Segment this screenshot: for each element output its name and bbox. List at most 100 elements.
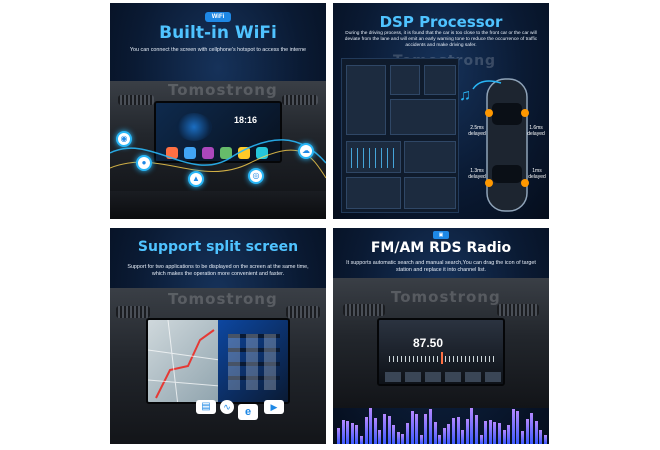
equalizer-bar <box>360 436 363 444</box>
dsp-panel: DSP Processor During the driving process… <box>333 3 549 219</box>
equalizer-bar <box>383 414 386 444</box>
equalizer-bar <box>396 432 400 444</box>
car-topview <box>472 78 529 212</box>
split-panel: Support split screen Support for two app… <box>110 228 326 444</box>
watermark: Tomostrong <box>168 290 278 308</box>
wifi-title: Built-in WiFi <box>159 23 277 43</box>
speaker-delay-widget[interactable] <box>404 177 456 209</box>
equalizer-bar <box>479 435 483 444</box>
air-vent <box>497 304 539 316</box>
equalizer-bar <box>502 430 506 444</box>
wifi-description: You can connect the screen with cellphon… <box>129 47 307 53</box>
car-dashboard: Tomostrong 87.50 <box>333 278 549 408</box>
split-title: Support split screen <box>137 239 299 255</box>
equalizer-bar <box>424 414 428 444</box>
wifi-icon: ◉ <box>116 131 132 147</box>
radio-panel: ▣ FM/AM RDS Radio It supports automatic … <box>333 228 549 444</box>
equalizer-bar <box>337 428 340 444</box>
air-vent <box>282 95 318 105</box>
equalizer-bar <box>392 425 396 444</box>
air-vent <box>116 306 150 318</box>
equalizer-bar <box>415 414 419 444</box>
car-dashboard: Tomostrong <box>110 288 326 444</box>
dsp-sidebar <box>346 65 386 135</box>
radio-badge-icon: ▣ <box>433 231 449 239</box>
dsp-settings-screen <box>341 58 459 213</box>
equalizer-bar <box>369 408 373 444</box>
wifi-panel: WiFi Built-in WiFi You can connect the s… <box>110 3 326 219</box>
navigation-app-icon[interactable] <box>166 147 178 159</box>
equalizer-bar <box>511 409 515 444</box>
radio-title: FM/AM RDS Radio <box>370 240 512 256</box>
equalizer-bar <box>539 430 543 444</box>
speaker-widget[interactable] <box>424 65 456 95</box>
music-note-icon: ♫ <box>459 87 471 104</box>
map-widget <box>176 113 212 141</box>
map-app-pane[interactable] <box>148 320 221 402</box>
equalizer-bar <box>507 425 511 444</box>
equalizer-bar <box>346 421 350 444</box>
equalizer-bar <box>419 435 423 444</box>
head-unit-screen <box>146 318 290 404</box>
audio-wave-icon: ∿ <box>220 400 234 414</box>
phone-app-icon[interactable] <box>220 147 232 159</box>
equalizer-widget[interactable] <box>346 141 401 173</box>
tuning-scale[interactable] <box>389 356 497 362</box>
equalizer-bar <box>475 415 478 444</box>
browser-app-icon: e <box>238 404 258 420</box>
preset-buttons[interactable] <box>385 372 501 382</box>
air-vent <box>118 95 154 105</box>
watermark: Tomostrong <box>168 81 278 99</box>
delay-label: 1.3ms delayed <box>468 168 486 180</box>
balance-widget[interactable] <box>390 99 456 135</box>
equalizer-bar <box>447 424 451 444</box>
car-seat-map[interactable] <box>404 141 456 173</box>
delay-label: 1.6ms delayed <box>527 125 545 137</box>
equalizer-bar <box>521 431 524 444</box>
music-app-icon[interactable] <box>202 147 214 159</box>
equalizer-bar <box>373 418 377 444</box>
equalizer-bar <box>493 422 497 444</box>
equalizer-bar <box>433 422 437 444</box>
equalizer-bar <box>410 411 414 444</box>
dialpad-app-pane[interactable] <box>218 320 288 402</box>
watermark: Tomostrong <box>391 288 501 306</box>
equalizer-bar <box>456 417 460 444</box>
equalizer-bar <box>429 409 432 444</box>
equalizer-bar <box>350 423 354 444</box>
delay-label: 1ms delayed <box>528 168 546 180</box>
radio-screen: 87.50 <box>377 318 505 386</box>
equalizer-bar <box>355 425 359 444</box>
delay-label: 2.5ms delayed <box>468 125 486 137</box>
equalizer-visual <box>333 406 549 444</box>
equalizer-bar <box>341 420 345 444</box>
bluetooth-app-icon[interactable] <box>184 147 196 159</box>
radio-frequency: 87.50 <box>413 336 444 350</box>
hotspot-icon: ● <box>136 155 152 171</box>
equalizer-sliders <box>351 148 397 168</box>
equalizer-bar <box>406 423 409 444</box>
equalizer-bar <box>534 421 538 444</box>
dialpad-keys[interactable] <box>228 334 280 390</box>
air-vent <box>286 306 320 318</box>
dsp-description: During the driving process, it is found … <box>344 31 538 48</box>
video-app-icon[interactable] <box>238 147 250 159</box>
equalizer-bar <box>525 419 529 444</box>
dsp-title: DSP Processor <box>379 13 503 31</box>
cloud-icon: ☁ <box>298 143 314 159</box>
radio-description: It supports automatic search and manual … <box>346 260 536 273</box>
equalizer-bar <box>498 423 501 444</box>
wifi-badge: WiFi <box>205 12 231 22</box>
equalizer-bar <box>470 408 474 444</box>
radio-app-icon: ▤ <box>196 400 216 414</box>
head-unit-screen: 18:16 <box>154 101 282 163</box>
gear-console <box>110 191 326 219</box>
split-description: Support for two applications to be displ… <box>127 264 309 277</box>
seat-position-widget[interactable] <box>390 65 420 95</box>
equalizer-bar <box>465 419 469 444</box>
equalizer-bar <box>461 430 465 444</box>
air-vent <box>343 304 385 316</box>
equalizer-bar <box>488 420 492 444</box>
tuning-needle[interactable] <box>441 352 443 364</box>
sound-field-widget[interactable] <box>346 177 401 209</box>
